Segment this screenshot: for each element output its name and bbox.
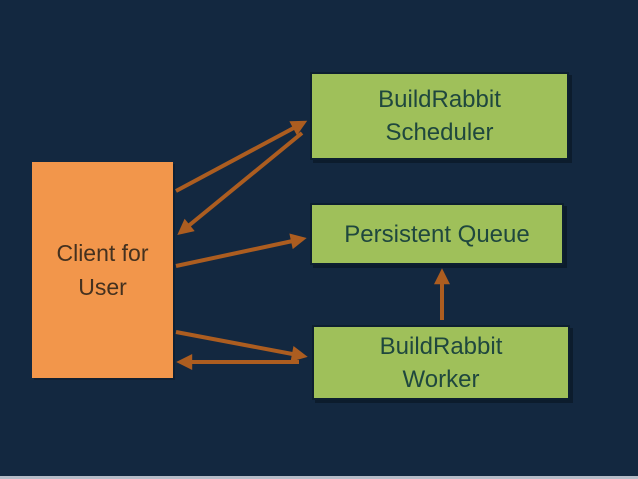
- node-worker-label-line2: Worker: [402, 365, 480, 393]
- node-buildrabbit-scheduler: BuildRabbit Scheduler: [310, 72, 569, 160]
- arrow-client-to-worker: [175, 330, 308, 362]
- node-scheduler-label-line1: BuildRabbit: [378, 86, 501, 113]
- slide-bottom-edge-strip: [0, 476, 638, 479]
- node-client-for-user: Client for User: [32, 162, 173, 378]
- node-buildrabbit-worker: BuildRabbit Worker: [312, 325, 570, 400]
- node-scheduler-label-line2: Scheduler: [385, 119, 494, 146]
- node-client-label-line1: Client for: [56, 240, 149, 266]
- node-persistent-queue: Persistent Queue: [310, 203, 564, 265]
- arrow-scheduler-to-client: [177, 131, 304, 236]
- arrow-client-to-queue: [175, 233, 307, 268]
- node-queue-label: Persistent Queue: [344, 220, 530, 248]
- node-worker-label-line1: BuildRabbit: [379, 332, 503, 360]
- arrow-client-to-scheduler: [175, 120, 308, 193]
- node-client-label-line2: User: [78, 274, 127, 300]
